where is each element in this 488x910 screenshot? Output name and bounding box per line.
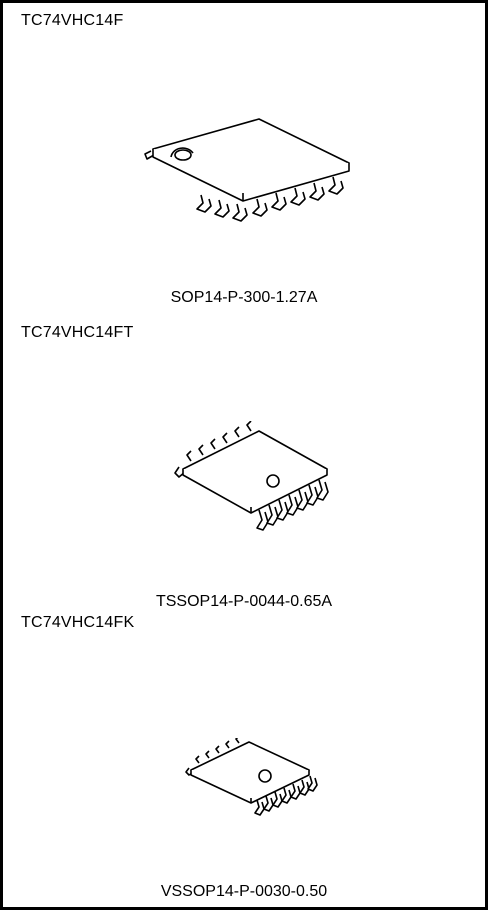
tssop14-package-drawing xyxy=(171,421,341,536)
part-number-2: TC74VHC14FT xyxy=(21,324,134,341)
vssop14-package-drawing xyxy=(183,738,323,818)
part-number-3: TC74VHC14FK xyxy=(21,614,135,631)
part-number-1: TC74VHC14F xyxy=(21,12,124,29)
sop14-package-drawing xyxy=(133,93,363,223)
package-name-3: VSSOP14-P-0030-0.50 xyxy=(160,883,328,900)
package-name-2: TSSOP14-P-0044-0.65A xyxy=(155,593,333,610)
package-name-1: SOP14-P-300-1.27A xyxy=(170,289,318,306)
